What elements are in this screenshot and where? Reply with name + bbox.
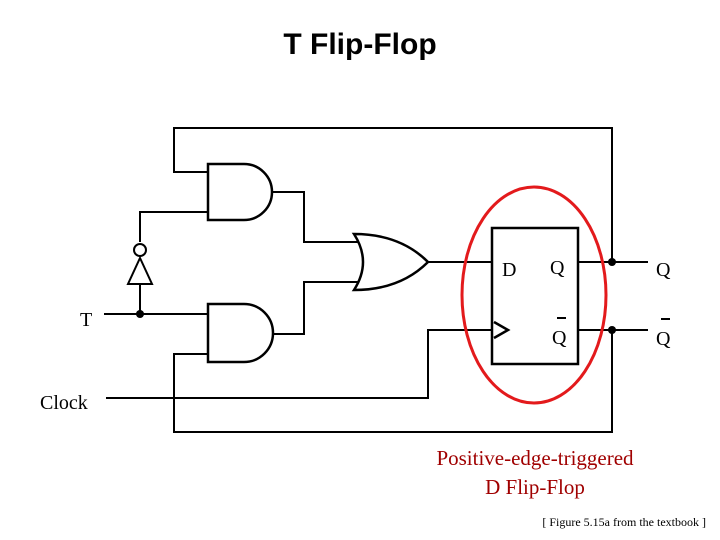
clock-edge-triangle	[493, 320, 511, 340]
qbar-feedback-wire	[173, 330, 613, 433]
or-gate	[351, 232, 430, 292]
figure-reference: [ Figure 5.15a from the textbook ]	[542, 515, 706, 529]
and1-to-or-wire	[272, 191, 362, 243]
qbar-junction-dot	[608, 326, 616, 334]
caption-line-2: D Flip-Flop	[485, 475, 585, 499]
caption: Positive-edge-triggered D Flip-Flop	[380, 444, 690, 502]
inverter-body	[126, 255, 154, 285]
d-flip-flop	[490, 226, 580, 366]
d-pin-label: D	[502, 259, 516, 281]
inverter-to-and-wire	[139, 211, 210, 242]
junction-dots	[136, 258, 616, 334]
highlight-ellipse	[460, 185, 608, 405]
and-gate-top	[206, 162, 274, 222]
q-pin-label: Q	[550, 257, 565, 279]
clock-wire	[106, 329, 498, 399]
and-gate-top-body	[206, 162, 274, 222]
q-output-label: Q	[656, 259, 671, 281]
and-gate-bottom-body	[206, 302, 275, 364]
slide-title: T Flip-Flop	[283, 28, 437, 61]
clock-input-label: Clock	[40, 392, 88, 414]
qbar-pin-label: Q	[552, 327, 567, 349]
caption-line-1: Positive-edge-triggered	[436, 446, 634, 470]
q-junction-dot	[608, 258, 616, 266]
inverter	[126, 243, 154, 285]
or-gate-body	[351, 232, 430, 292]
d-flip-flop-box	[490, 226, 580, 366]
and2-to-or-wire	[272, 281, 362, 335]
q-feedback-wire	[173, 127, 613, 262]
inverter-bubble	[133, 243, 147, 257]
and-gate-bottom	[206, 302, 275, 364]
t-junction-dot	[136, 310, 144, 318]
t-input-label: T	[80, 309, 92, 331]
qbar-output-label: Q	[656, 328, 671, 350]
